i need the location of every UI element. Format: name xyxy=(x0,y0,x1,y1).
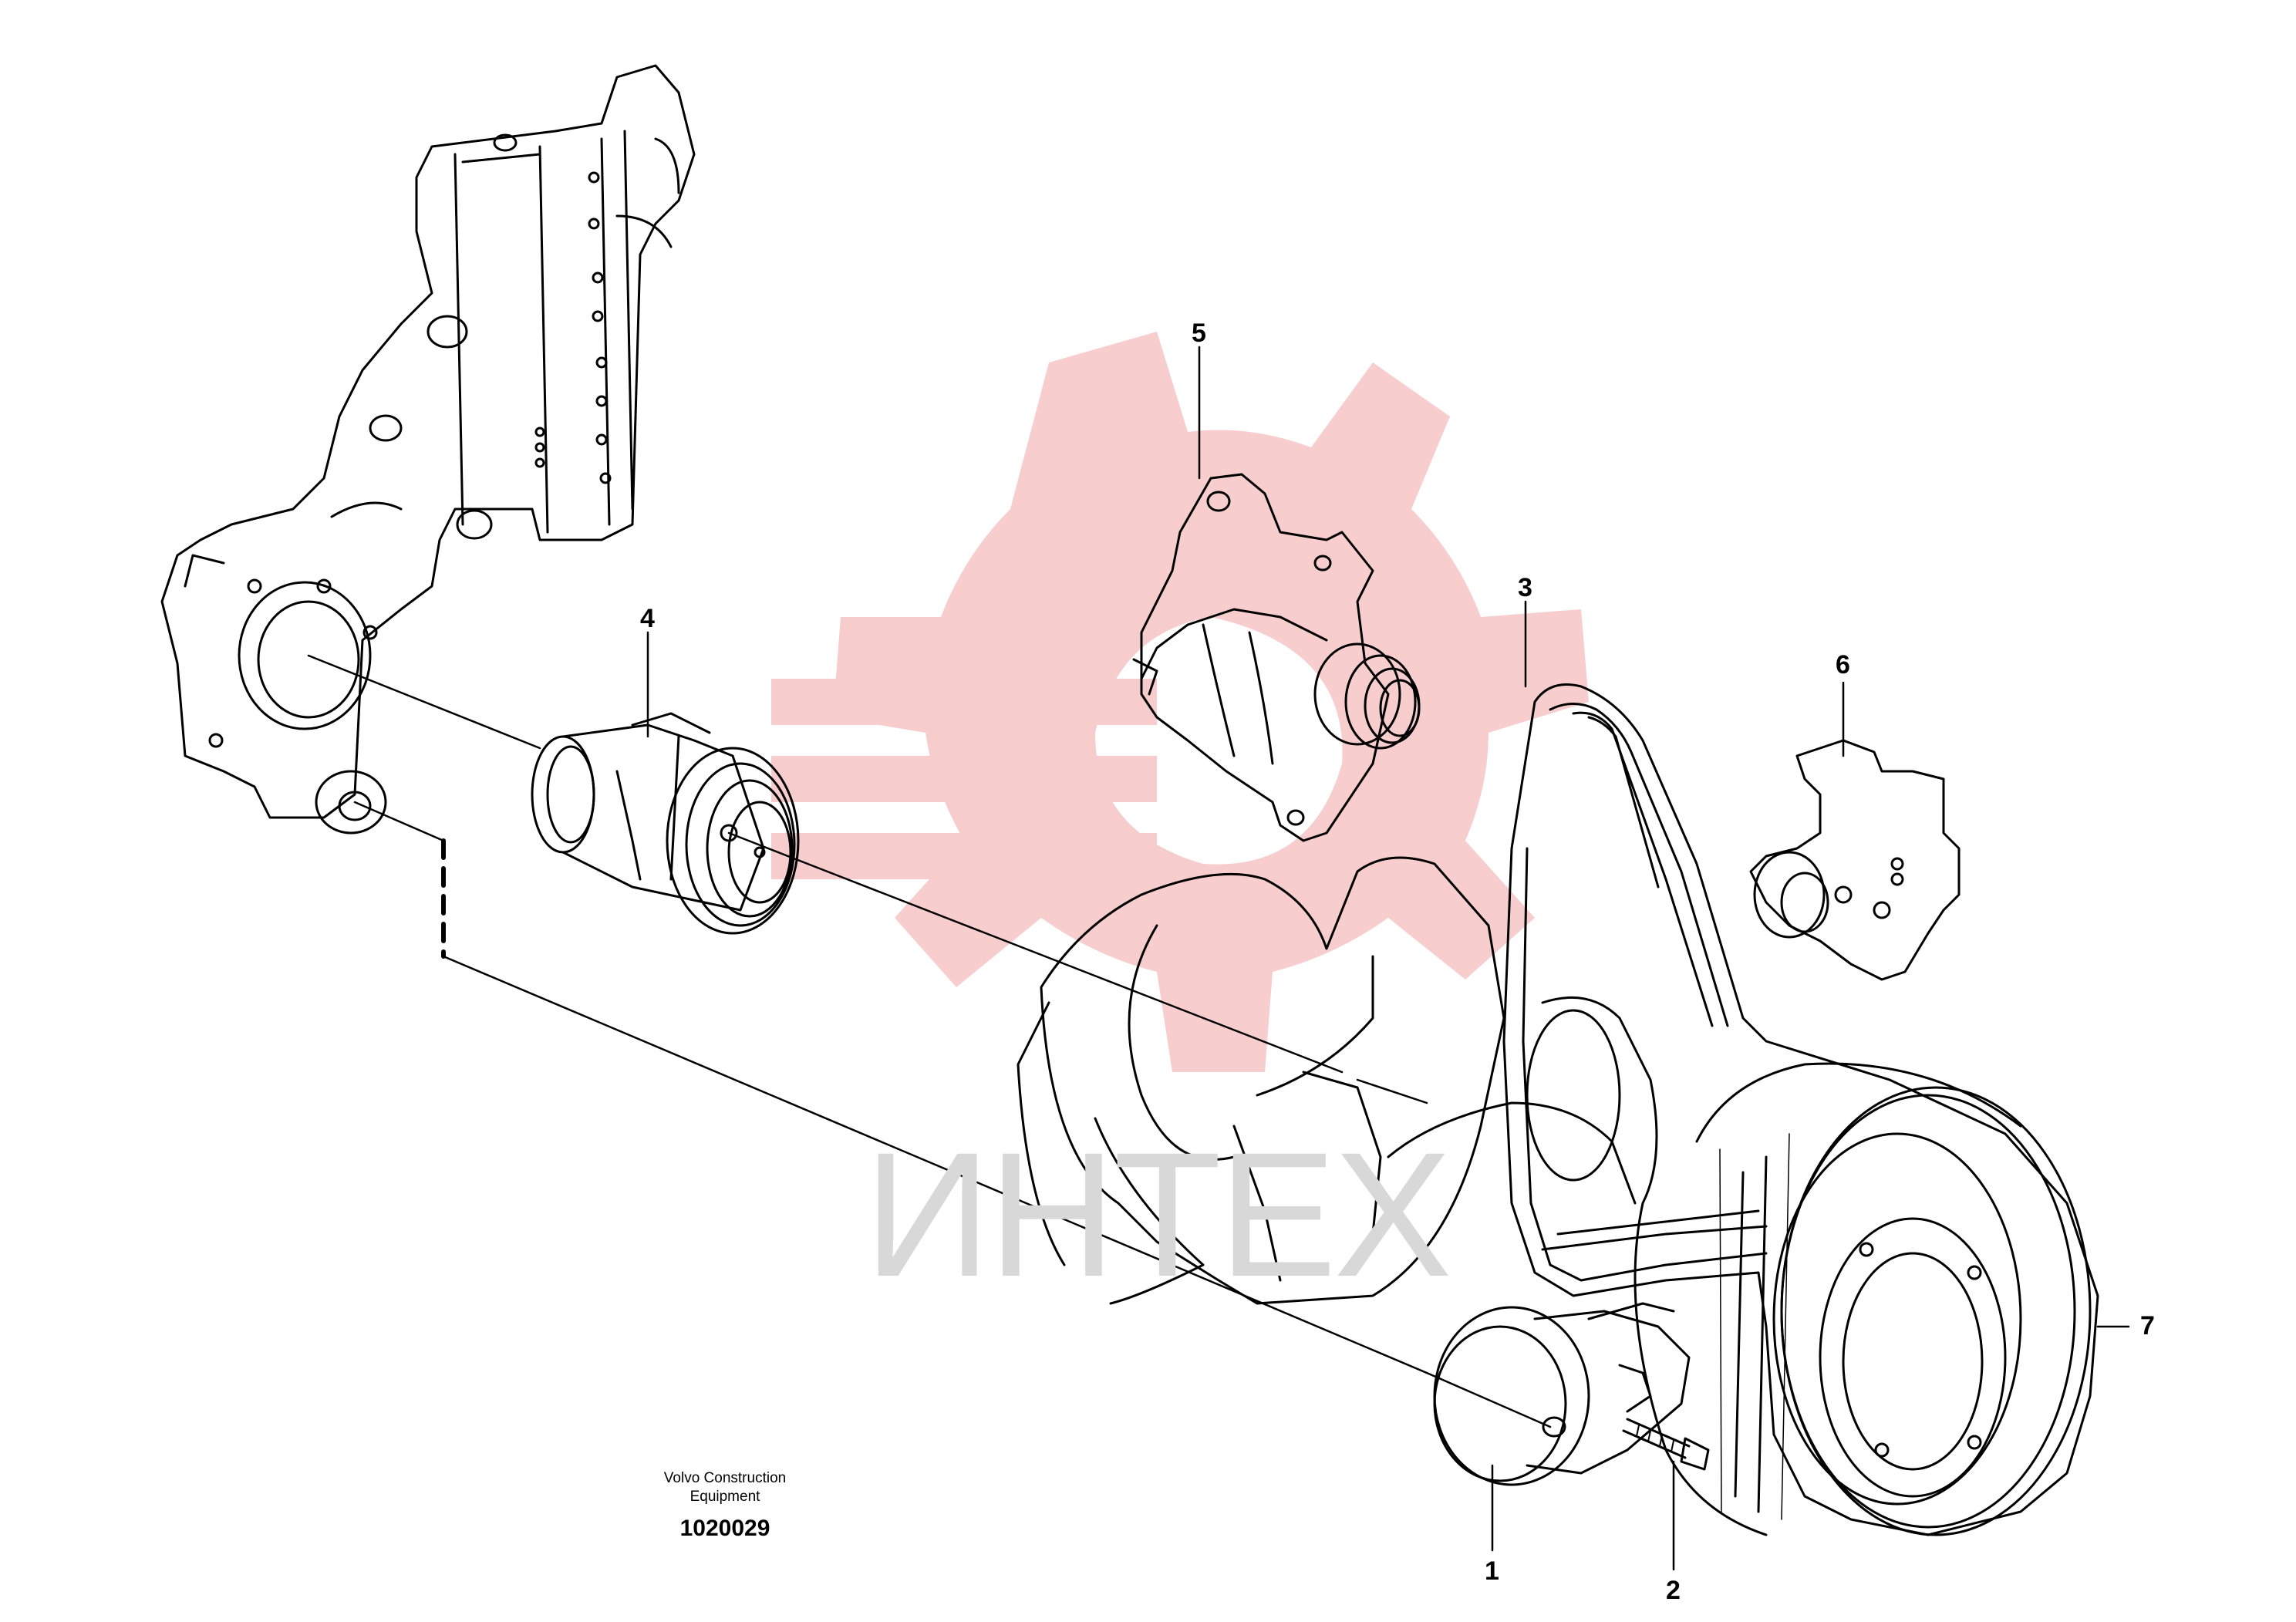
crankshaft-pulley xyxy=(1633,1062,2092,1536)
drawing-number: 1020029 xyxy=(679,1516,770,1541)
watermark-text: ИНТЕХ xyxy=(864,1115,1452,1313)
timing-cover-housing xyxy=(160,64,696,835)
caption-company-line2: Equipment xyxy=(689,1489,760,1505)
caption-company-line1: Volvo Construction xyxy=(663,1470,787,1486)
callout-6: 6 xyxy=(1836,650,1850,679)
belt-tensioner-assembly xyxy=(1749,739,1961,981)
callout-2: 2 xyxy=(1666,1576,1681,1605)
callout-1: 1 xyxy=(1485,1556,1499,1586)
watermark-gear-icon xyxy=(771,332,1589,1072)
callout-5: 5 xyxy=(1192,319,1206,348)
callout-leaders xyxy=(646,346,2130,1571)
drive-belt xyxy=(1502,683,2099,1536)
water-pump xyxy=(531,712,800,935)
alternator xyxy=(1132,473,1421,842)
assembly-lines xyxy=(307,654,1552,1428)
callout-7: 7 xyxy=(2140,1311,2155,1340)
bolt xyxy=(1622,1418,1710,1471)
callout-4: 4 xyxy=(640,604,655,633)
idler-pulley xyxy=(1433,1302,1691,1486)
crankshaft xyxy=(1017,856,1658,1305)
callout-3: 3 xyxy=(1518,573,1532,602)
